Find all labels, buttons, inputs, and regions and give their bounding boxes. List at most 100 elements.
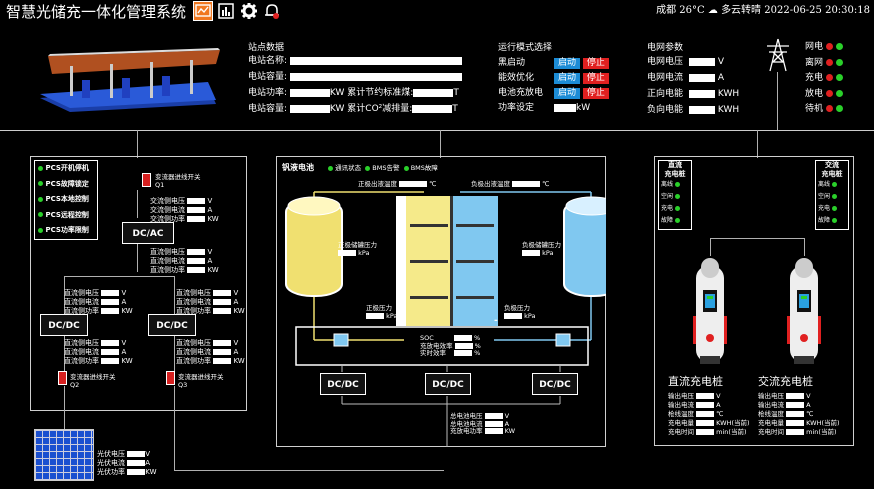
station-name-value [289,56,462,65]
grid-voltage-value [689,57,715,66]
status-dot [38,165,43,171]
alarm-nav-button[interactable] [262,1,282,21]
pos-temp-reading: 正极出液温度 ℃ [358,180,437,189]
pcs-status-box: PCS开机停机 PCS故障锁定 PCS本地控制 PCS远程控制 PCS功率限制 [34,160,98,240]
report-nav-button[interactable] [216,1,236,21]
unit: % [474,341,481,350]
unit: KW [207,215,219,223]
bar-chart-icon [218,3,234,19]
switch-q3-label: 变流器进线开关 Q3 [178,373,224,389]
dc-current-label: 直流侧电流 [64,298,99,306]
legend-comm: 通讯状态 [335,164,362,172]
dc-power-label: 直流侧功率 [176,307,211,315]
status-row: 离网 [805,56,843,72]
dc-dc-converter[interactable]: DC/DC [148,314,196,336]
unit: A [233,348,239,356]
soc-label: SOC [420,334,434,342]
dc-ac-converter[interactable]: DC/AC [122,222,174,244]
ac-voltage-value [187,198,206,204]
station-power-value [289,88,330,97]
unit: V [207,248,213,256]
dc-dc-converter[interactable]: DC/DC [40,314,88,336]
dc-voltage-value [101,340,120,346]
output-voltage-value [786,393,805,399]
grid-heading: 电网参数 [647,43,684,53]
dc-power-label: 直流侧功率 [64,357,99,365]
cloud-icon: ☁ [707,5,718,16]
bus-power-label: 充放电功率 [450,427,483,435]
status-dot [38,212,43,217]
status-dot [835,58,843,66]
right-dc-readings: 直流侧电压 V 直流侧电流 A 直流侧功率 KW [176,289,245,316]
pcs-status-item: PCS本地控制 [38,192,97,208]
start-button[interactable]: 启动 [554,58,581,69]
unit: V [121,289,127,297]
switch-q2-label: 变流器进线开关 Q2 [70,373,116,389]
status-dot [835,43,843,50]
power-set-input[interactable] [554,103,576,112]
gear-icon [241,3,257,19]
status-dot [674,194,680,199]
unit: % [473,334,481,342]
pv-power-value [127,469,146,475]
dc-voltage-label: 直流侧电压 [64,289,99,297]
pcs-status-item: PCS开机停机 [38,161,97,177]
settings-nav-button[interactable] [239,1,259,21]
dc-current-value [101,299,120,305]
status-dot [38,181,43,186]
start-button[interactable]: 启动 [554,73,581,84]
status-dot [831,194,837,199]
grid-row: 电网电流 A [647,71,724,85]
ac-pile-name: 交流充电桩 [758,375,813,388]
ac-power-value [187,216,206,222]
unit: A [145,459,151,467]
stop-button[interactable]: 停止 [582,73,609,84]
unit: A [121,348,127,356]
bus-readings: 总电池电压 V 总电池电流 A 充放电功率 KW [450,412,515,436]
dc-current-label: 直流侧电流 [176,298,211,306]
unit: V [233,289,239,297]
unit-kw: KW [329,88,345,98]
charge-energy-label: 充电电量 [758,419,784,427]
pv-voltage-label: 光伏电压 [97,450,125,458]
unit: A [717,73,725,83]
station-capacity2-label: 电站容量: [248,104,288,114]
battery-dc-dc-converter[interactable]: DC/DC [532,373,578,395]
unit: V [145,450,151,458]
unit: A [233,298,239,306]
charging-panel [654,156,854,446]
unit: ℃ [429,180,437,188]
switch-q1[interactable] [142,173,151,187]
station-power-row: 电站功率: KW 累计节约标准煤:T [248,86,459,100]
battery-dc-dc-converter[interactable]: DC/DC [425,373,471,395]
switch-q2[interactable] [58,371,67,385]
dc-voltage-value [101,290,120,296]
dc-voltage-value [213,340,232,346]
right-dc2-readings: 直流侧电压 V 直流侧电流 A 直流侧功率 KW [176,339,245,366]
status-dot [831,206,837,211]
soc-readings: SOC % 充放电效率 % 实时效率 % [420,334,481,358]
bus-current-label: 总电池电流 [450,419,483,428]
status-dot [825,74,833,81]
dc-voltage-label: 直流侧电压 [176,339,211,347]
unit: V [504,412,510,420]
stop-button[interactable]: 停止 [582,58,609,69]
dc-power-value [213,358,232,364]
battery-dc-dc-converter[interactable]: DC/DC [320,373,366,395]
dc-current-label: 直流侧电流 [176,348,211,356]
stop-button[interactable]: 停止 [582,88,609,99]
start-button[interactable]: 启动 [554,88,581,99]
switch-q3[interactable] [166,371,175,385]
neg-tank-label: 负极储罐压力 [522,241,561,249]
grid-status-list: 网电 离网 充电 放电 待机 [805,40,843,118]
unit: V [121,339,127,347]
pos-temp-label: 正极出液温度 [358,180,397,188]
chart-nav-button[interactable] [193,1,213,21]
dc-voltage-value [213,290,232,296]
status-label: 空闲 [661,193,674,200]
charge-time-label: 充电时间 [668,428,694,436]
unit-kw: KW [329,104,345,114]
unit: kPa [524,311,536,320]
grid-current-value [689,73,715,82]
gun-temp-label: 枪线温度 [668,410,694,418]
